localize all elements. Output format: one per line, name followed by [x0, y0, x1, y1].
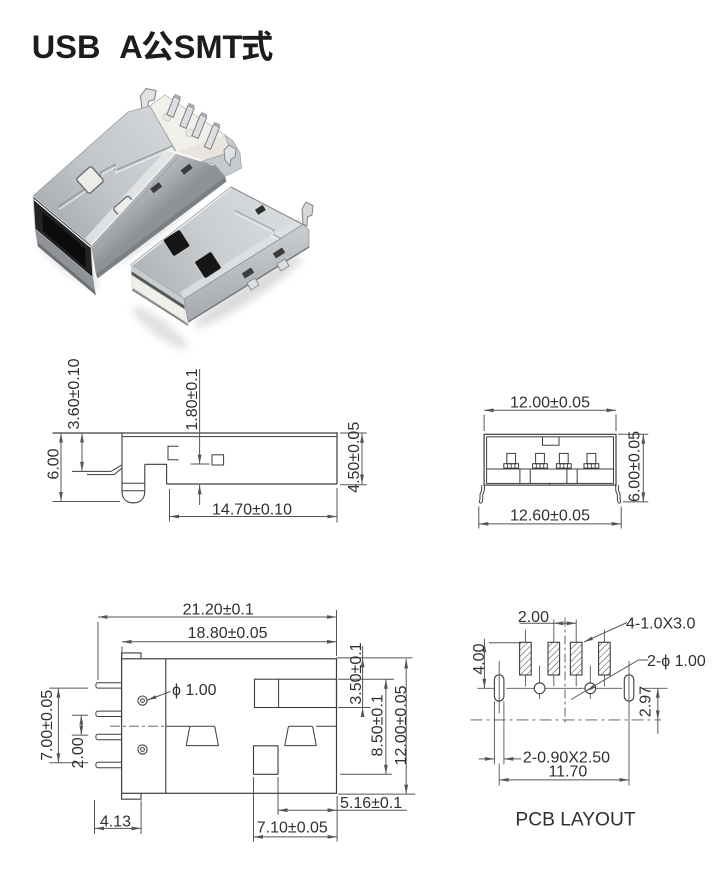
svg-text:4.00: 4.00: [471, 643, 488, 674]
svg-text:A: A: [119, 29, 142, 65]
svg-text:4-1.0X3.0: 4-1.0X3.0: [626, 616, 695, 633]
svg-text:12.60±0.05: 12.60±0.05: [510, 507, 590, 524]
svg-text:3.50±0.1: 3.50±0.1: [348, 642, 365, 704]
svg-text:7.00±0.05: 7.00±0.05: [39, 690, 56, 761]
svg-text:8.50±0.1: 8.50±0.1: [370, 694, 387, 756]
svg-text:3.60±0.10: 3.60±0.10: [66, 358, 83, 429]
svg-text:4.50±0.05: 4.50±0.05: [346, 422, 363, 493]
svg-text:USB: USB: [32, 29, 101, 65]
svg-text:SMT: SMT: [174, 29, 243, 65]
svg-text:6.00±0.05: 6.00±0.05: [627, 431, 644, 502]
svg-text:18.80±0.05: 18.80±0.05: [188, 625, 268, 642]
svg-text:2.00: 2.00: [70, 737, 87, 768]
svg-text:12.00±0.05: 12.00±0.05: [510, 394, 590, 411]
svg-text:21.20±0.1: 21.20±0.1: [183, 601, 254, 618]
svg-text:6.00: 6.00: [46, 448, 63, 479]
svg-text:7.10±0.05: 7.10±0.05: [257, 819, 328, 836]
svg-text:2-0.90X2.50: 2-0.90X2.50: [523, 749, 610, 766]
svg-text:14.70±0.10: 14.70±0.10: [212, 501, 292, 518]
svg-text:5.16±0.1: 5.16±0.1: [340, 795, 402, 812]
svg-text:2.00: 2.00: [518, 609, 549, 626]
svg-text:ϕ 1.00: ϕ 1.00: [172, 682, 217, 699]
svg-text:2.97: 2.97: [638, 686, 655, 717]
svg-text:12.00±0.05: 12.00±0.05: [393, 685, 410, 765]
svg-text:PCB LAYOUT: PCB LAYOUT: [515, 810, 635, 831]
svg-text:11.70: 11.70: [548, 763, 587, 780]
svg-text:4.13: 4.13: [100, 813, 131, 830]
svg-text:2-ϕ 1.00: 2-ϕ 1.00: [647, 653, 706, 670]
svg-text:1.80±0.1: 1.80±0.1: [184, 368, 201, 430]
